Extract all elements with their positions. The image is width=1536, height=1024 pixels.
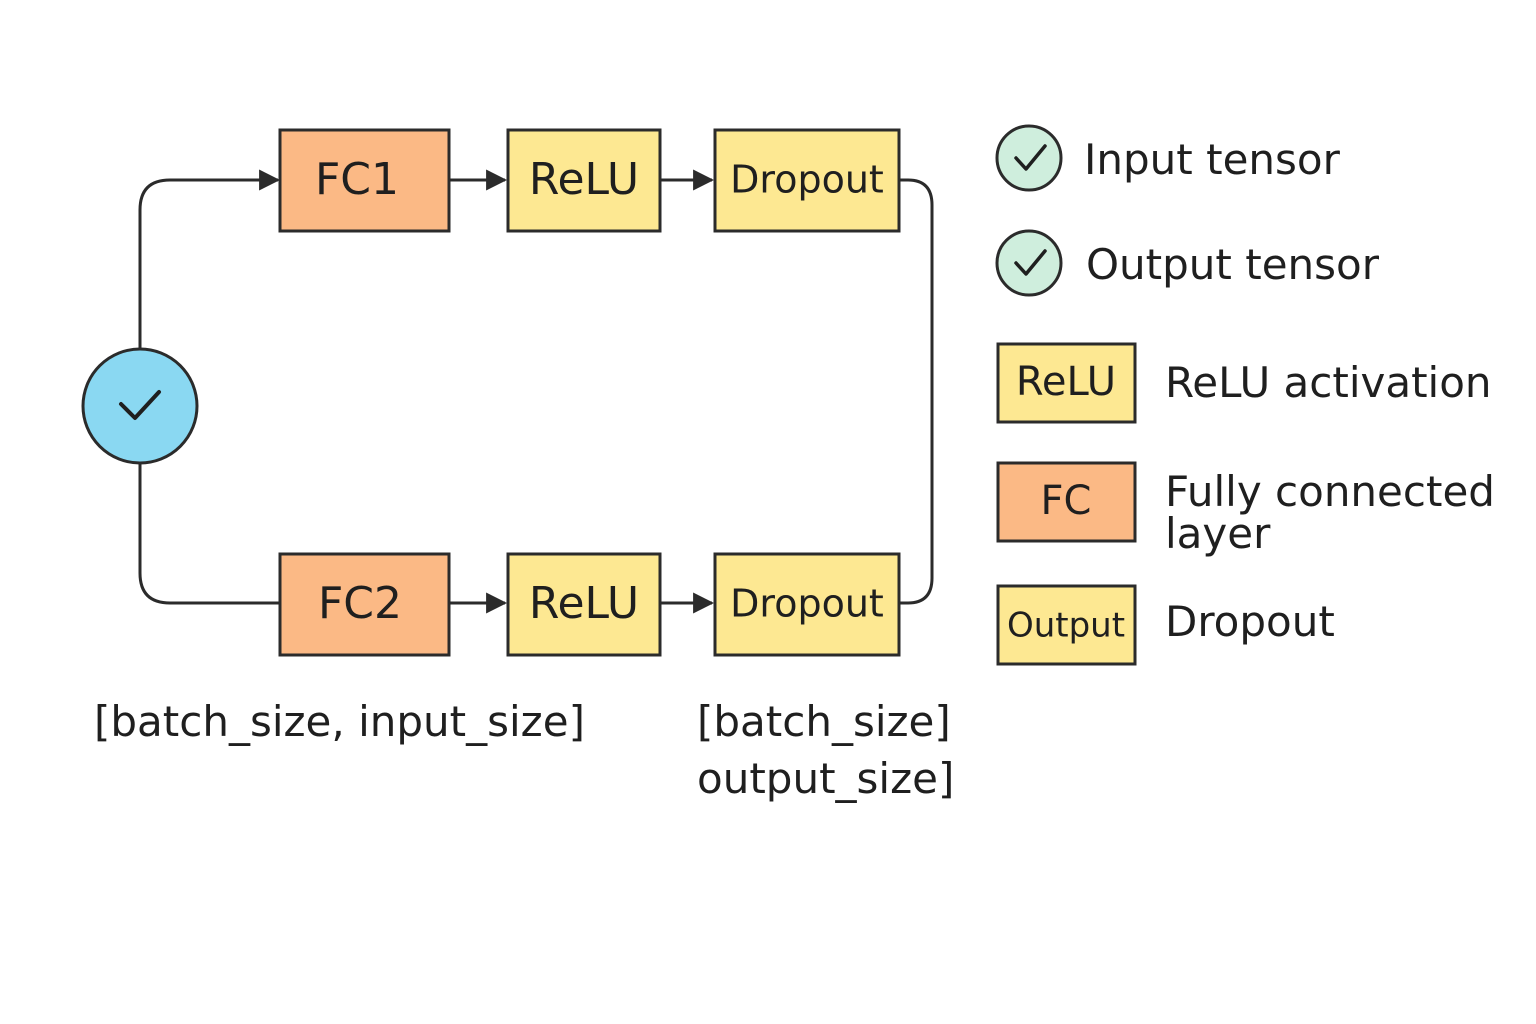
legend-fc-box-label: FC	[1041, 478, 1092, 524]
dropout-box-bottom	[713, 552, 901, 657]
relu-label-top: ReLU	[529, 154, 639, 205]
input-node-circle	[81, 347, 199, 465]
output-tensor-icon	[995, 229, 1063, 297]
legend-relu-label: ReLU activation	[1165, 358, 1492, 407]
legend-output-box-label: Output	[1007, 606, 1125, 646]
fc2-box	[278, 552, 451, 657]
legend: Input tensor Output tensor ReLU ReLU act…	[995, 124, 1495, 666]
check-icon	[119, 390, 161, 420]
connector-dropout-merge	[899, 178, 934, 605]
relu-box-bottom	[506, 552, 662, 657]
dropout-label-top: Dropout	[730, 158, 884, 202]
output-shape-label-line1: [batch_size]	[697, 697, 951, 746]
fc2-label: FC2	[318, 578, 402, 629]
legend-relu-box-label: ReLU	[1016, 359, 1116, 405]
dropout-label-bottom: Dropout	[730, 582, 884, 626]
legend-fc-box	[996, 461, 1137, 543]
connector-input-to-fc2	[138, 463, 280, 605]
legend-fc-label-line1: Fully connected	[1165, 467, 1495, 516]
legend-item-relu: ReLU ReLU activation	[996, 342, 1492, 424]
dropout-box-top	[713, 128, 901, 233]
connectors	[138, 169, 934, 614]
legend-item-input-tensor: Input tensor	[995, 124, 1341, 192]
legend-item-dropout: Output Dropout	[996, 584, 1335, 666]
legend-item-output-tensor: Output tensor	[995, 229, 1380, 297]
output-shape-label-line2: output_size]	[697, 754, 954, 803]
input-tensor-icon	[995, 124, 1063, 192]
check-icon	[1014, 249, 1047, 276]
connector-input-to-fc1	[138, 169, 281, 349]
legend-item-fc: FC Fully connected layer	[996, 461, 1495, 558]
top-branch: FC1 ReLU Dropout	[278, 128, 901, 233]
fc1-box	[278, 128, 451, 233]
legend-output-tensor-label: Output tensor	[1086, 240, 1380, 289]
legend-input-tensor-label: Input tensor	[1084, 135, 1341, 184]
check-icon	[1014, 144, 1047, 171]
fc1-label: FC1	[315, 154, 399, 205]
legend-output-box	[996, 584, 1137, 666]
legend-relu-box	[996, 342, 1137, 424]
legend-fc-label-line2: layer	[1165, 509, 1271, 558]
relu-label-bottom: ReLU	[529, 578, 639, 629]
relu-box-top	[506, 128, 662, 233]
bottom-branch: FC2 ReLU Dropout	[278, 552, 901, 657]
input-node	[81, 347, 199, 465]
legend-dropout-label: Dropout	[1165, 597, 1335, 646]
input-shape-label: [batch_size, input_size]	[94, 697, 585, 746]
